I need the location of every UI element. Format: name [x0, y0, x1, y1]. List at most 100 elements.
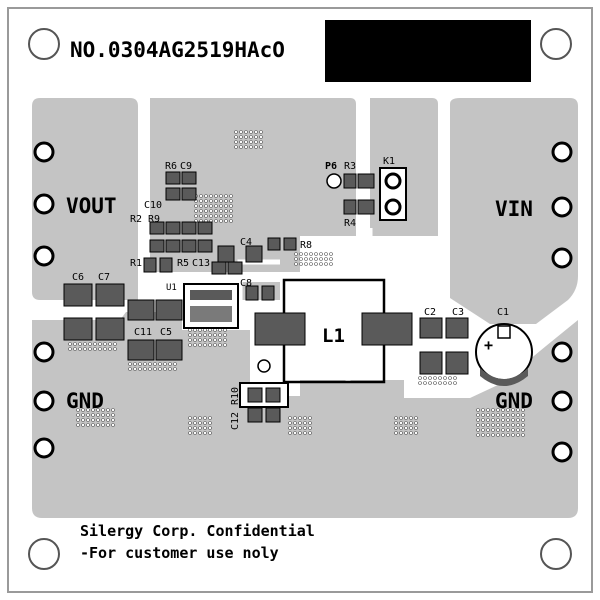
- ctl-pad-1: [197, 221, 213, 235]
- via: [209, 209, 213, 213]
- r9-label: R9: [148, 214, 160, 225]
- via: [193, 343, 197, 347]
- via: [298, 426, 302, 430]
- via: [239, 130, 243, 134]
- via: [218, 333, 222, 337]
- via: [101, 423, 105, 427]
- via: [244, 140, 248, 144]
- via: [516, 428, 520, 432]
- via: [93, 342, 97, 346]
- via: [203, 431, 207, 435]
- via: [239, 145, 243, 149]
- via: [113, 342, 117, 346]
- via: [399, 426, 403, 430]
- via: [199, 204, 203, 208]
- part-number: NO.0304AG2519HAcO: [70, 38, 285, 62]
- u1-label: U1: [166, 283, 177, 293]
- via: [219, 194, 223, 198]
- via: [299, 252, 303, 256]
- via: [453, 376, 457, 380]
- via: [303, 421, 307, 425]
- vias-gnd-right2: [394, 416, 418, 435]
- via: [448, 381, 452, 385]
- via-arrays: [68, 130, 525, 437]
- via: [229, 199, 233, 203]
- c11-label: C11: [134, 327, 152, 338]
- c10-pad-1: [149, 221, 165, 235]
- via: [204, 214, 208, 218]
- r4-label: R4: [344, 218, 356, 229]
- via: [308, 431, 312, 435]
- via: [303, 416, 307, 420]
- via: [491, 428, 495, 432]
- via: [83, 342, 87, 346]
- via: [404, 416, 408, 420]
- via: [501, 418, 505, 422]
- via: [288, 431, 292, 435]
- c13-pad-1: [211, 261, 227, 275]
- via: [224, 209, 228, 213]
- via: [229, 204, 233, 208]
- via: [208, 338, 212, 342]
- via: [76, 408, 80, 412]
- label-gnd-left: GND: [66, 389, 104, 413]
- via: [423, 376, 427, 380]
- via: [198, 338, 202, 342]
- via: [486, 413, 490, 417]
- via: [199, 199, 203, 203]
- via: [438, 381, 442, 385]
- via: [96, 413, 100, 417]
- via: [304, 252, 308, 256]
- via: [96, 408, 100, 412]
- via: [319, 257, 323, 261]
- via: [309, 257, 313, 261]
- ic-u1: U1: [166, 283, 239, 329]
- via: [428, 381, 432, 385]
- via: [399, 416, 403, 420]
- via: [229, 194, 233, 198]
- via: [521, 423, 525, 427]
- pin-gnd-right-2: [551, 390, 573, 412]
- via: [76, 418, 80, 422]
- via: [496, 408, 500, 412]
- c7-pad-2: [95, 317, 125, 341]
- via: [399, 431, 403, 435]
- via: [303, 431, 307, 435]
- r2-label: R2: [130, 214, 142, 225]
- via: [329, 252, 333, 256]
- via: [443, 381, 447, 385]
- via: [163, 362, 167, 366]
- via: [394, 431, 398, 435]
- via: [163, 367, 167, 371]
- c11-pad-1: [127, 299, 155, 321]
- via: [476, 423, 480, 427]
- via: [96, 418, 100, 422]
- via: [91, 408, 95, 412]
- via: [516, 433, 520, 437]
- via: [314, 252, 318, 256]
- via: [259, 140, 263, 144]
- via: [254, 145, 258, 149]
- via: [491, 413, 495, 417]
- via: [73, 347, 77, 351]
- via: [223, 338, 227, 342]
- via: [91, 413, 95, 417]
- pin-gnd-left-2: [33, 390, 55, 412]
- via: [234, 135, 238, 139]
- via: [81, 413, 85, 417]
- via: [511, 418, 515, 422]
- via: [249, 130, 253, 134]
- via: [294, 257, 298, 261]
- jumper-k1: K1: [379, 156, 407, 221]
- via: [198, 343, 202, 347]
- via: [208, 343, 212, 347]
- via: [203, 338, 207, 342]
- l1-label: L1: [322, 325, 345, 347]
- c4-pad-1: [217, 245, 235, 263]
- via: [208, 421, 212, 425]
- via: [486, 433, 490, 437]
- via: [259, 145, 263, 149]
- via: [229, 209, 233, 213]
- via: [208, 416, 212, 420]
- r9-pad-2: [181, 239, 197, 253]
